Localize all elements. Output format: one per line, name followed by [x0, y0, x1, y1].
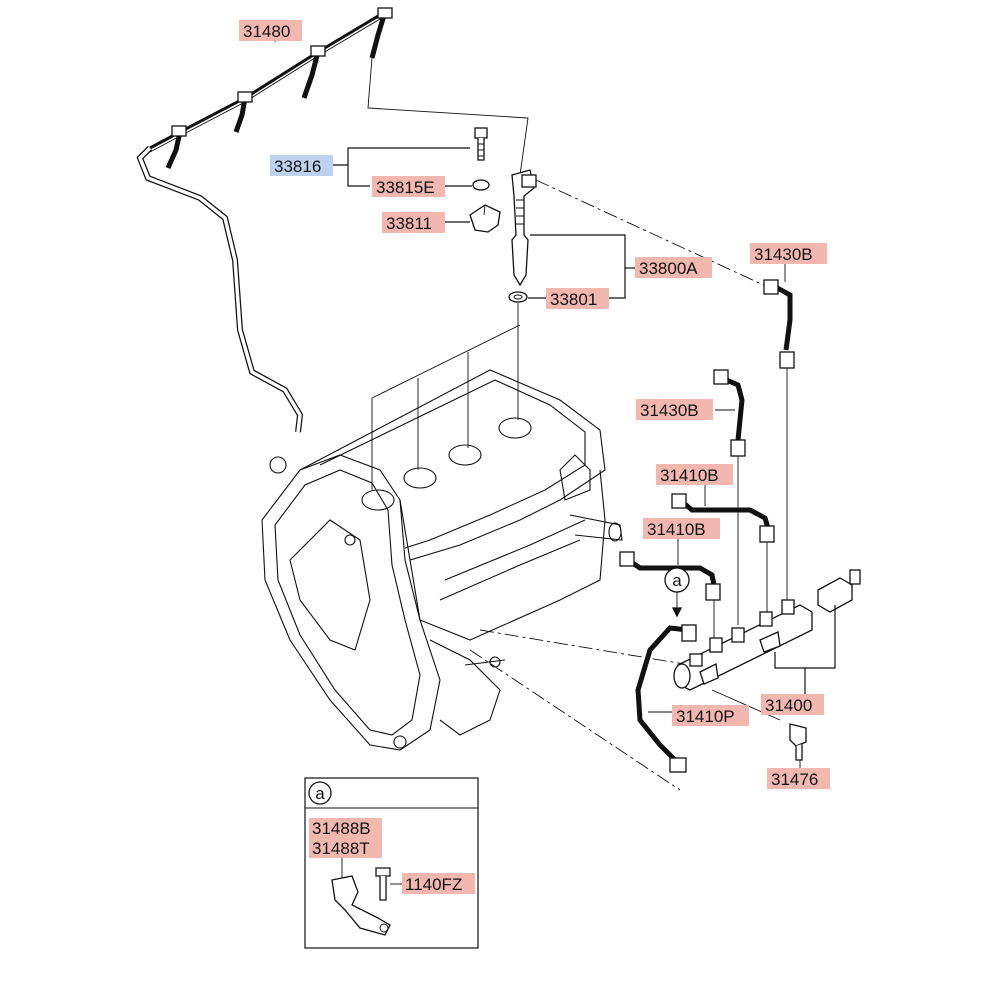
label-33816[interactable]: 33816: [270, 155, 333, 176]
label-33800a[interactable]: 33800A: [635, 257, 712, 278]
svg-text:31400: 31400: [765, 696, 812, 715]
svg-text:31430B: 31430B: [640, 401, 699, 420]
label-31488t[interactable]: 31488T: [309, 838, 382, 858]
fuel-line-31410b-b[interactable]: [619, 551, 721, 601]
rail-pressure-sensor[interactable]: [817, 569, 861, 613]
washer-33815e[interactable]: [472, 179, 490, 191]
svg-text:33800A: 33800A: [639, 259, 698, 278]
label-31410b-b[interactable]: 31410B: [643, 518, 720, 539]
label-31476[interactable]: 31476: [767, 768, 830, 789]
label-33801[interactable]: 33801: [546, 288, 609, 309]
svg-text:31410B: 31410B: [660, 466, 719, 485]
svg-text:31410P: 31410P: [676, 707, 735, 726]
callout-a-text: a: [672, 571, 682, 590]
bracket-31488[interactable]: [331, 875, 391, 936]
label-33811[interactable]: 33811: [382, 212, 445, 233]
inset-a-text: a: [315, 784, 325, 803]
glow-plug-harness-31480[interactable]: [136, 7, 393, 433]
fuel-line-31430b-lower[interactable]: [713, 369, 746, 457]
svg-text:31430B: 31430B: [754, 245, 813, 264]
engine-block-illustration: [261, 324, 623, 751]
injector-33800a[interactable]: [511, 169, 537, 287]
svg-text:33811: 33811: [386, 214, 432, 233]
fuel-line-31410b-a[interactable]: [671, 493, 775, 543]
callout-a-marker[interactable]: a: [664, 567, 690, 593]
bolt-31476[interactable]: [789, 723, 807, 761]
label-31488b[interactable]: 31488B: [309, 818, 382, 838]
svg-text:33801: 33801: [550, 290, 597, 309]
clamp-bolt-33816[interactable]: [474, 127, 488, 161]
common-rail-31400[interactable]: [673, 599, 813, 691]
svg-text:31476: 31476: [771, 770, 818, 789]
inset-detail-a: a: [304, 777, 479, 949]
label-31410b-a[interactable]: 31410B: [656, 464, 733, 485]
label-31430b-mid[interactable]: 31430B: [636, 399, 713, 420]
label-1140fz[interactable]: 1140FZ: [402, 873, 475, 894]
svg-text:33815E: 33815E: [376, 178, 435, 197]
label-31410p[interactable]: 31410P: [672, 705, 749, 726]
label-31480[interactable]: 31480: [239, 20, 302, 41]
svg-text:31488T: 31488T: [312, 839, 370, 858]
clamp-33811[interactable]: [469, 204, 501, 233]
fuel-line-31430b-upper[interactable]: [763, 279, 795, 369]
svg-text:31410B: 31410B: [647, 520, 706, 539]
label-31430b-top[interactable]: 31430B: [750, 243, 827, 264]
svg-text:31480: 31480: [243, 22, 290, 41]
svg-text:31488B: 31488B: [312, 819, 371, 838]
label-31400[interactable]: 31400: [761, 694, 824, 715]
svg-text:1140FZ: 1140FZ: [405, 875, 462, 894]
label-33815e[interactable]: 33815E: [372, 176, 445, 197]
svg-text:33816: 33816: [274, 157, 321, 176]
fuel-line-31410p[interactable]: [635, 624, 697, 773]
bolt-1140fz[interactable]: [375, 867, 391, 901]
injector-washer-33801[interactable]: [508, 291, 528, 303]
